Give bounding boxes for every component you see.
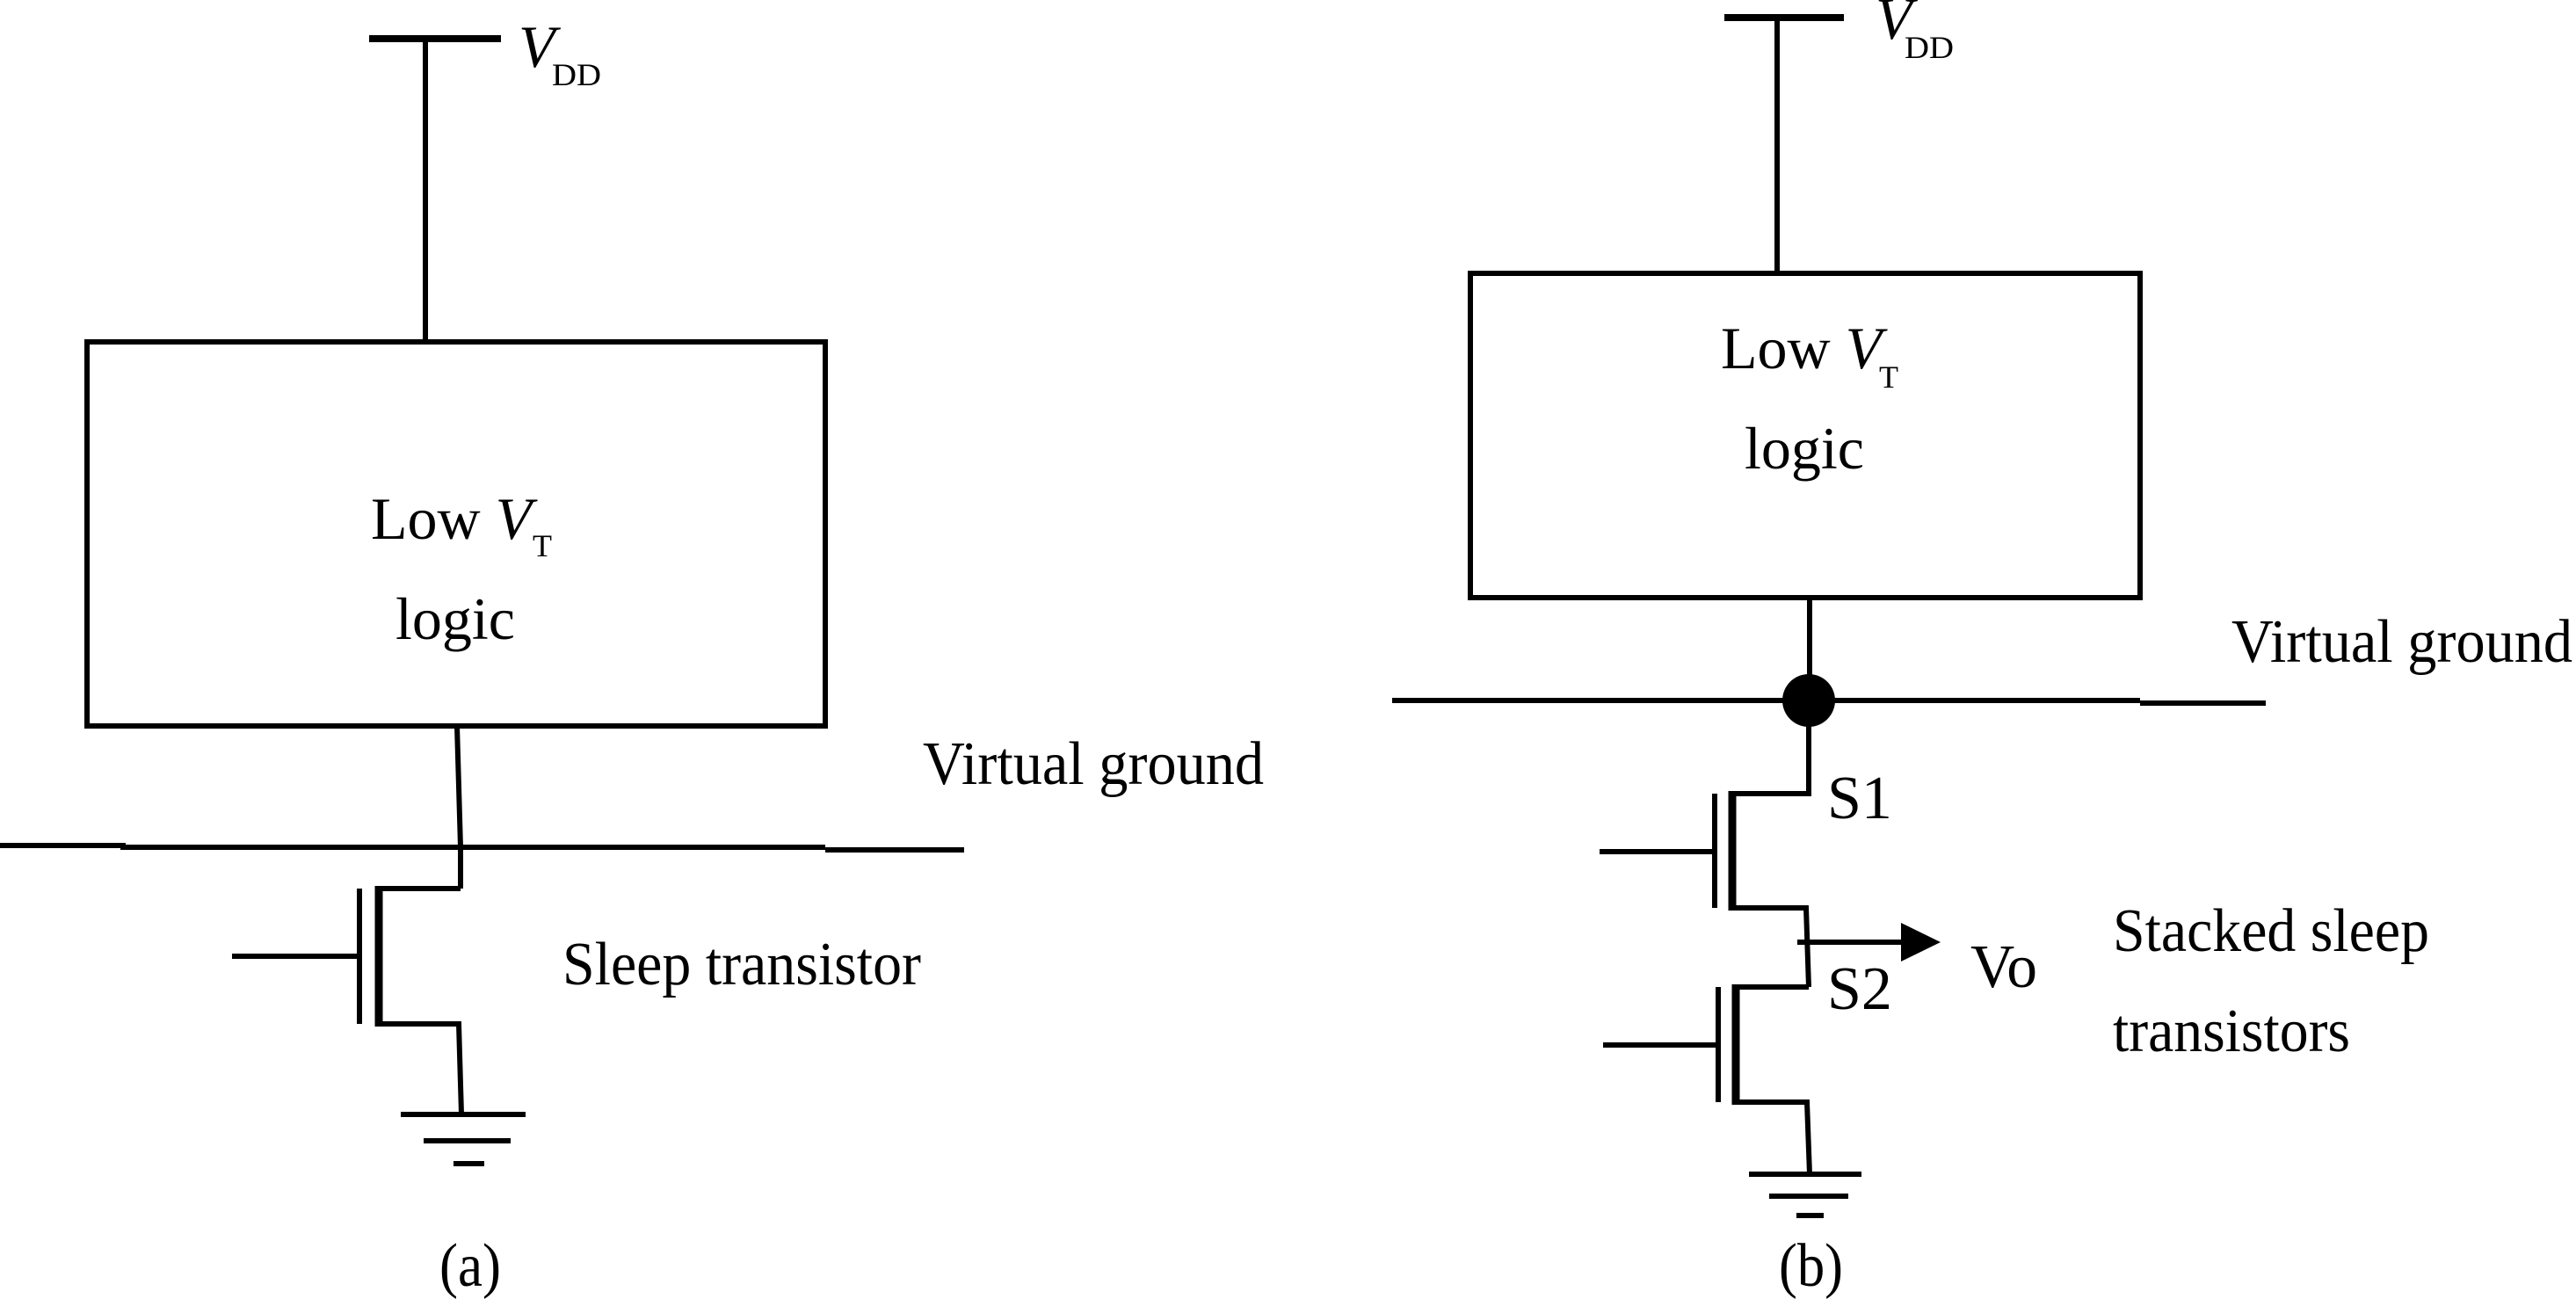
ground-icon-b [1749,1172,1861,1218]
virtual-ground-label-a: Virtual ground [923,730,1264,798]
virtual-ground-label-b: Virtual ground [2231,608,2572,676]
ground-icon-a [401,1112,526,1166]
logic-block-b [1468,271,2143,600]
stacked-label-line2: transistors [2113,998,2350,1065]
s2-label: S2 [1827,955,1892,1023]
panel-a-caption: (a) [439,1232,501,1299]
vdd-subscript-a: DD [552,57,601,92]
logic-block-a [84,339,828,729]
logic-label-a-line2: logic [395,585,515,652]
source-lead-a [379,1021,464,1115]
output-arrow-icon [1901,923,1941,962]
logic-subscript-a: T [533,528,552,563]
s1-label: S1 [1827,765,1892,832]
panel-b-caption: (b) [1779,1232,1843,1299]
stacked-label-line1: Stacked sleep [2113,897,2429,965]
logic-subscript-b: T [1879,359,1898,395]
source-lead-s1 [1732,905,1811,988]
vdd-subscript-b: DD [1905,30,1954,65]
vo-label: Vo [1970,933,2037,1001]
sleep-transistor-label: Sleep transistor [562,931,921,998]
drain-lead-s1 [1732,700,1811,796]
logic-label-a-line1: Low V [371,485,539,552]
vdd-label-a: V [519,13,562,80]
logic-to-vground-wire-a [454,725,463,889]
sleep-transistor-a [232,886,464,1115]
sleep-transistor-s2 [1603,984,1812,1175]
source-lead-s2 [1736,1099,1812,1175]
panel-b: V DD Low V T logic Virtual ground S1 Vo [1392,0,2572,1299]
vdd-label-b: V [1876,0,1919,52]
panel-a: V DD Low V T logic Virtual ground Sleep … [0,13,1264,1299]
sleep-transistor-s1 [1600,700,1811,988]
virtual-ground-rail-a [0,843,825,850]
logic-label-b-line1: Low V [1721,315,1889,381]
logic-label-b-line2: logic [1745,415,1864,482]
